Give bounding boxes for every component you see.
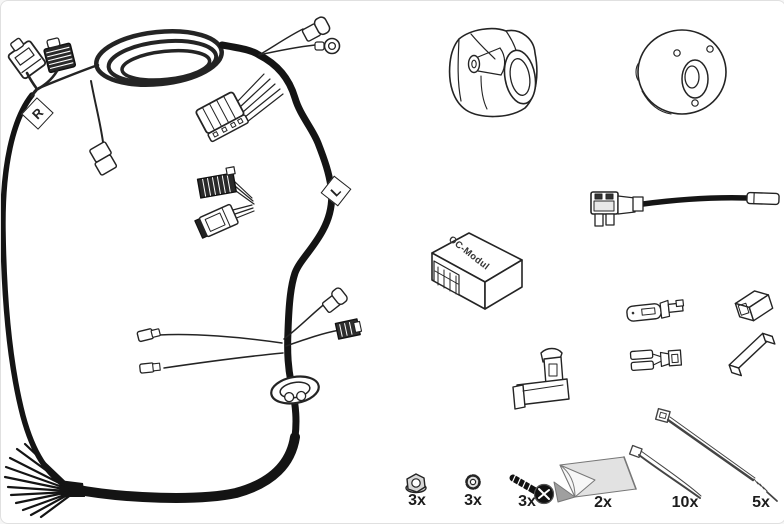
mounting-clip-icon <box>512 347 570 410</box>
stripped-wire-ends <box>3 442 85 519</box>
nut-icon <box>405 473 427 494</box>
bullet-terminal <box>136 328 161 343</box>
bullet-plug <box>301 16 331 42</box>
qty-label-cable-tie-long: 5x <box>752 494 770 511</box>
qty-label-cable-tie-short: 10x <box>671 494 699 511</box>
terminal-cover-icon <box>728 332 776 377</box>
qty-label-adhesive-pad: 2x <box>594 494 612 511</box>
oc-module-icon <box>431 232 523 310</box>
bullet-terminal <box>139 362 161 374</box>
branch-plug <box>321 287 348 313</box>
connector-housing-icon <box>734 290 774 322</box>
grommet <box>270 375 320 405</box>
twin-terminal-icon <box>629 349 683 372</box>
wiring-harness-icon <box>1 16 363 519</box>
cable-tie-long-icon <box>654 407 778 502</box>
angled-connector <box>194 203 239 239</box>
cable-coil <box>94 29 224 87</box>
qty-label-lock-washer: 3x <box>464 492 482 509</box>
branch-connector <box>334 318 363 340</box>
flat-terminal-icon <box>626 299 685 322</box>
harness-tag-left-label: L <box>327 182 345 200</box>
harness-tag-right-label: R <box>28 104 47 123</box>
qty-label-nut: 3x <box>408 492 426 509</box>
qty-label-screw: 3x <box>518 493 536 510</box>
adhesive-pad-icon <box>553 456 637 503</box>
fuse-tap-lead-icon <box>590 191 780 227</box>
cable-tie-short-icon <box>628 444 702 499</box>
lock-washer-icon <box>465 474 481 490</box>
mounting-plate-icon <box>635 29 727 115</box>
ring-terminal <box>314 37 341 55</box>
screw-icon <box>509 473 555 505</box>
inline-connector <box>89 141 118 176</box>
ribbed-connector <box>196 166 237 199</box>
bulb-holder-connectors <box>7 37 77 98</box>
socket-housing-icon <box>448 27 538 118</box>
multi-pin-connector <box>195 91 249 143</box>
